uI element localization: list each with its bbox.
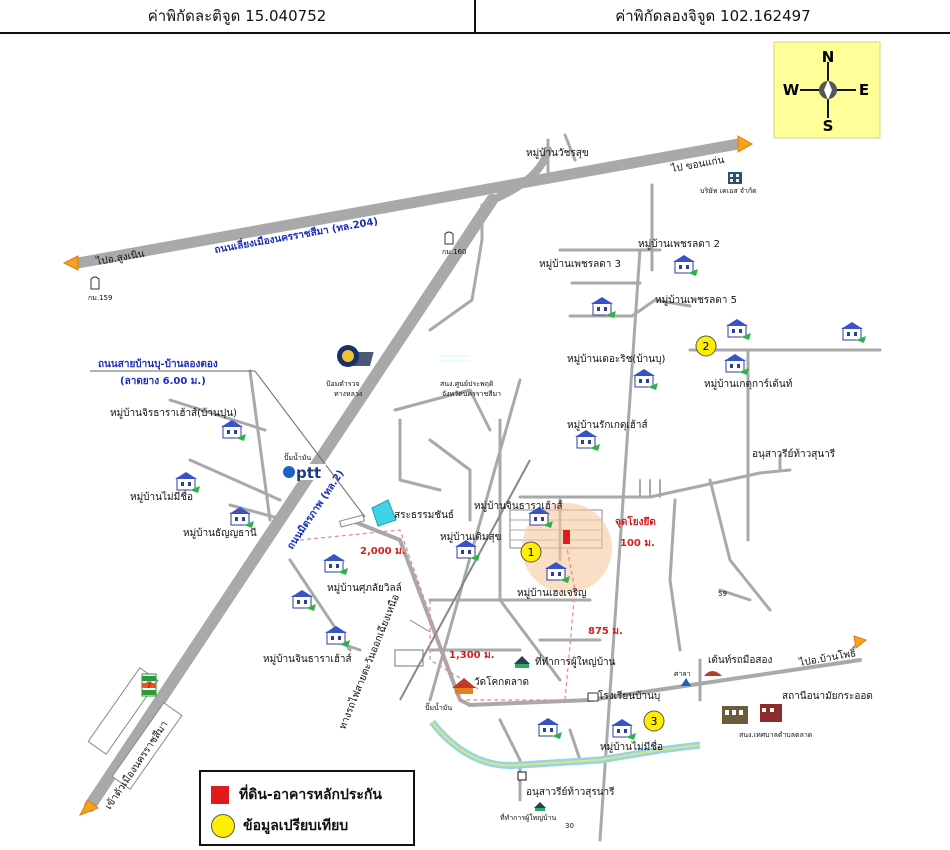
building-icon xyxy=(728,172,742,184)
collateral-marker[interactable] xyxy=(563,530,570,544)
car-tent-icon xyxy=(704,671,722,676)
head-village-2-icon xyxy=(534,802,546,811)
compass-rose: N S W E xyxy=(773,41,881,139)
distance-2000: 2,000 ม. xyxy=(360,546,406,557)
sala-icon xyxy=(681,678,691,686)
place-sanong-2: จังหวัดนครราชสีมา xyxy=(442,390,501,398)
connector-road xyxy=(488,146,552,204)
office-building-icon xyxy=(341,352,470,366)
police-badge-icon xyxy=(337,345,359,367)
place-head-village-2: ที่ทำการผู้ใหญ่บ้าน xyxy=(500,813,557,822)
latitude-cell: ค่าพิกัดละติจูด 15.040752 xyxy=(147,7,327,25)
place-monument-upper: อนุสาวรีย์ท้าวสุนารี xyxy=(752,448,836,460)
place-phetcharada-5: หมู่บ้านเพชรลดา 5 xyxy=(655,294,737,306)
place-no-name-3: หมู่บ้านไม่มีชื่อ xyxy=(600,739,663,753)
place-municipality: สนง.เทศบาลตำบลตลาด xyxy=(739,731,812,739)
ptt-label: ptt xyxy=(296,464,321,482)
comparable-1[interactable]: 1 xyxy=(520,541,542,563)
km30-marker: 30 xyxy=(565,822,574,830)
place-head-village: ที่ทำการผู้ใหญ่บ้าน xyxy=(535,654,616,668)
distance-1300: 1,300 ม. xyxy=(449,650,495,661)
place-sakun: หมู่บ้านศุภลัยวิลล์ xyxy=(327,582,402,594)
health-station-icon xyxy=(760,704,782,722)
place-chinthara-1: หมู่บ้านจินธาราเฮ้าส์ xyxy=(474,500,563,512)
ptt-logo-icon xyxy=(282,464,326,480)
place-sala: ศาลา xyxy=(674,670,691,678)
municipality-icon xyxy=(722,706,748,724)
place-chirathara: หมู่บ้านจิรธาราเฮ้าส์(บ้านปุน) xyxy=(110,407,237,419)
mittraphap-road xyxy=(84,194,498,812)
place-phetcharada-2: หมู่บ้านเพชรลดา 2 xyxy=(638,238,720,250)
compass-w: W xyxy=(783,81,800,99)
comparable-2[interactable]: 2 xyxy=(695,335,717,357)
distance-875: 875 ม. xyxy=(588,626,623,637)
place-car-tent: เต้นท์รถมือสอง xyxy=(708,654,772,666)
place-monument-lower: อนุสาวรีย์ท้าวสุรนารี xyxy=(526,786,615,798)
place-the-rich: หมู่บ้านเดอะริช(บ้านบุ) xyxy=(567,353,665,365)
km160-marker: กม.160 xyxy=(442,248,466,256)
place-chinthara-2: หมู่บ้านจินธาราเฮ้าส์ xyxy=(263,653,352,665)
head-village-icon xyxy=(514,656,530,668)
place-watcharasuk: หมู่บ้านวัชรสุข xyxy=(526,147,589,159)
place-kss-company: บริษัท เคเอส จำกัด xyxy=(700,187,757,195)
place-heng-charoen: หมู่บ้านเฮงเจริญ xyxy=(517,587,587,599)
map-legend: ที่ดิน-อาคารหลักประกัน ข้อมูลเปรียบเทียบ xyxy=(199,770,415,846)
school-icon xyxy=(587,692,599,702)
compass-s: S xyxy=(823,117,834,135)
seven-eleven-icon xyxy=(141,673,157,697)
place-health-station: สถานีอนามัยกระออด xyxy=(782,690,873,702)
seven-eleven-label: 7 xyxy=(146,681,152,691)
place-phetcharada-3: หมู่บ้านเพชรลดา 3 xyxy=(539,258,621,270)
highway-204-road xyxy=(72,138,744,269)
km59-marker: 59 xyxy=(718,590,727,598)
local-road-label: ถนนสายบ้านบุ-บ้านลองตอง xyxy=(98,358,218,370)
compass-e: E xyxy=(859,81,869,99)
direction-arrows xyxy=(62,135,868,816)
place-police: ป้อมตำรวจ xyxy=(326,380,360,388)
temple-icon xyxy=(452,678,476,694)
legend-red-swatch xyxy=(211,786,229,804)
legend-comparable-label: ข้อมูลเปรียบเทียบ xyxy=(243,818,349,834)
distance-100: 100 ม. xyxy=(620,538,655,549)
legend-collateral: ที่ดิน-อาคารหลักประกัน xyxy=(211,784,382,806)
place-thanyathani: หมู่บ้านธัญญธานี xyxy=(183,527,257,539)
comparable-3[interactable]: 3 xyxy=(643,710,665,732)
place-garden: หมู่บ้านเกตุการ์เด้นท์ xyxy=(704,378,792,390)
svg-text:2: 2 xyxy=(703,340,710,353)
place-no-name-1: หมู่บ้านไม่มีชื่อ xyxy=(130,489,193,503)
svg-text:3: 3 xyxy=(651,715,658,728)
km159-marker: กม.159 xyxy=(88,294,112,302)
svg-text:1: 1 xyxy=(528,546,535,559)
legend-comparable: ข้อมูลเปรียบเทียบ xyxy=(211,814,348,838)
pond xyxy=(371,499,397,527)
location-map[interactable]: ถนนเลี่ยงเมืองนครราชสีมา (ทล.204) ถนนมิต… xyxy=(0,36,950,850)
railway-line xyxy=(394,459,531,701)
longitude-cell: ค่าพิกัดลองจิจูด 102.162497 xyxy=(474,0,950,32)
place-pond: สระธรรมชันธ์ xyxy=(394,509,454,521)
place-gas-station: ปั๊มน้ำมัน xyxy=(284,451,311,462)
place-school: โรงเรียนบ้านบุ xyxy=(598,689,660,702)
location-point-label: จุดโยงยึด xyxy=(615,515,656,528)
coordinate-bar: ค่าพิกัดละติจูด 15.040752 ค่าพิกัดลองจิจ… xyxy=(0,0,950,34)
place-rak-ket: หมู่บ้านรักเกตุเฮ้าส์ xyxy=(567,419,648,431)
legend-yellow-swatch xyxy=(211,814,235,838)
place-toem-suk: หมู่บ้านเติมสุข xyxy=(440,531,501,543)
place-wat: วัดโคกตลาด xyxy=(474,675,529,688)
place-police-2: ทางหลวง xyxy=(334,390,362,398)
local-road-note: (ลาดยาง 6.00 ม.) xyxy=(120,376,206,387)
legend-collateral-label: ที่ดิน-อาคารหลักประกัน xyxy=(239,787,382,803)
compass-n: N xyxy=(822,48,835,66)
place-gas-station-2: ปั๊มน้ำมัน xyxy=(425,701,452,712)
place-sanong: สนง.ศูนย์ประพฤติ xyxy=(440,380,494,388)
monument-icon xyxy=(517,771,527,781)
